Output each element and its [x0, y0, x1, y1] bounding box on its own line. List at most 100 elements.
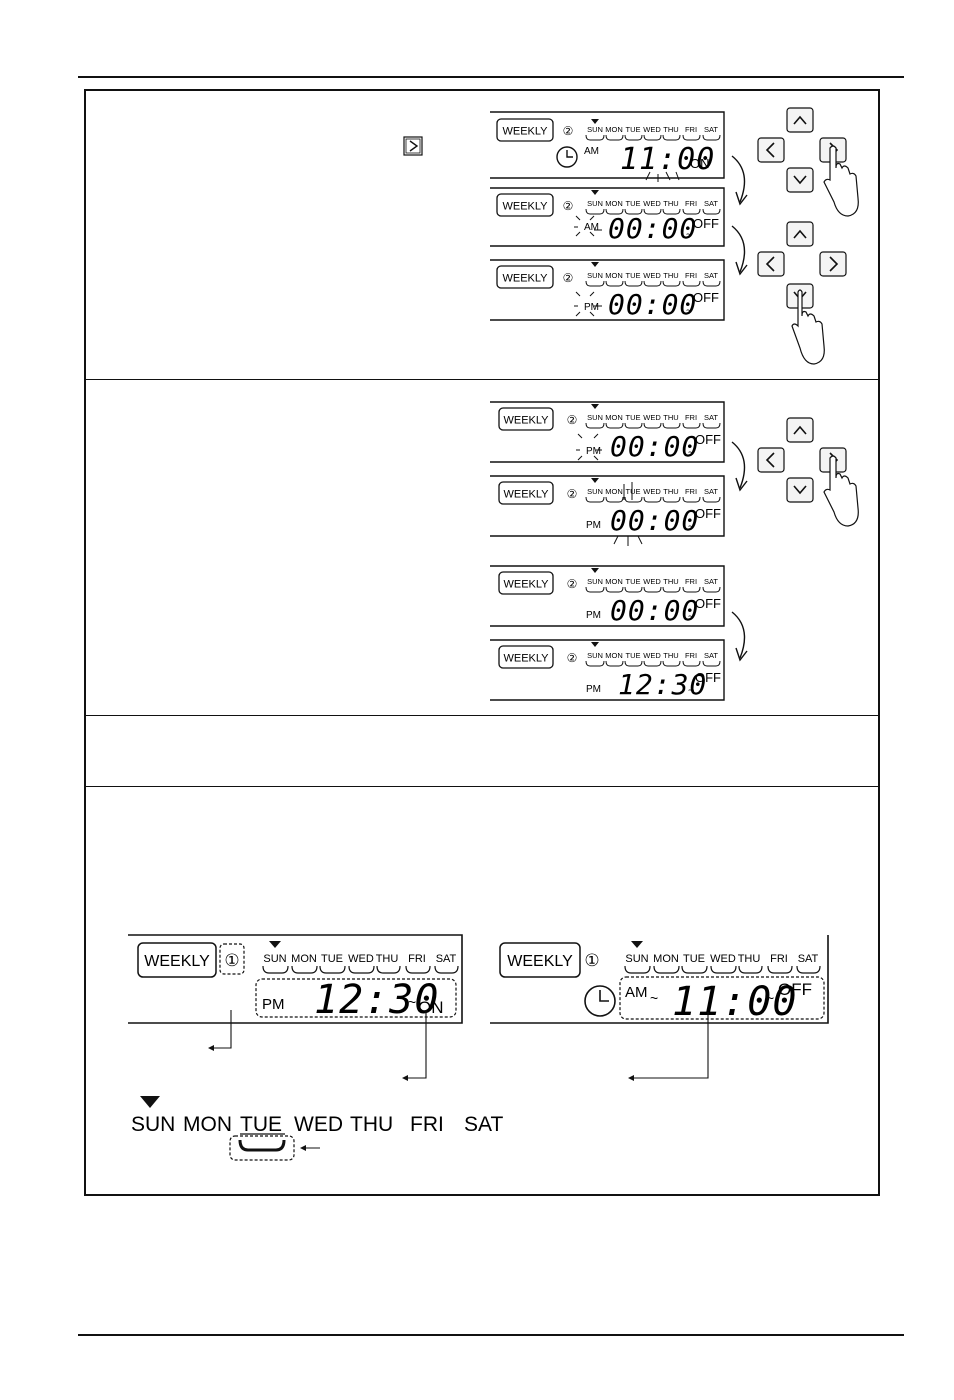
legend-day-tue: TUE	[240, 1113, 282, 1136]
day-fri: FRI	[408, 953, 426, 965]
day-thu: THU	[663, 577, 678, 586]
day-thu: THU	[738, 953, 761, 965]
content-frame	[84, 89, 880, 1196]
day-tue: TUE	[626, 271, 641, 280]
program-number: ①	[584, 951, 599, 970]
day-fri: FRI	[685, 651, 697, 660]
state-label: OFF	[778, 980, 812, 999]
legend-day-wed: WED	[294, 1113, 343, 1136]
day-mon: MON	[605, 487, 623, 496]
day-wed: WED	[643, 125, 661, 134]
day-sat: SAT	[704, 651, 718, 660]
weekly-badge	[498, 645, 554, 669]
section-divider-3	[84, 786, 880, 787]
lcd-display: WEEKLY ② SUN MON TUE WED THU FRI SAT PM …	[490, 639, 725, 701]
day-fri: FRI	[685, 271, 697, 280]
state-label: OFF	[695, 670, 721, 685]
program-number: ②	[563, 199, 574, 213]
top-rule	[78, 76, 904, 78]
weekly-badge	[498, 481, 554, 505]
day-sun: SUN	[587, 577, 603, 586]
curved-arrow-icon	[731, 155, 748, 206]
tilde: ~	[650, 990, 658, 1006]
curved-arrow-icon	[731, 441, 748, 492]
down-button-icon	[786, 477, 814, 503]
left-button-icon	[757, 137, 785, 163]
day-thu: THU	[663, 271, 678, 280]
lcd-time: 00:00	[610, 504, 699, 537]
day-mon: MON	[605, 199, 623, 208]
day-mon: MON	[605, 651, 623, 660]
down-button-icon	[786, 167, 814, 193]
day-sun: SUN	[263, 953, 286, 965]
leader-line	[628, 1012, 709, 1081]
day-thu: THU	[663, 413, 678, 422]
weekly-badge	[498, 407, 554, 431]
weekly-label: WEEKLY	[502, 273, 548, 285]
weekly-label: WEEKLY	[503, 579, 549, 591]
pointing-hand-icon	[791, 289, 825, 365]
left-button-icon	[757, 251, 785, 277]
tilde: ~	[766, 990, 774, 1006]
selected-day-highlight	[229, 1135, 295, 1161]
state-label: OFF	[695, 506, 721, 521]
day-sun: SUN	[587, 413, 603, 422]
lcd-time: 11:00	[672, 979, 797, 1025]
program-number: ②	[567, 651, 578, 665]
program-number: ②	[563, 124, 574, 138]
day-fri: FRI	[685, 413, 697, 422]
day-sat: SAT	[704, 577, 718, 586]
lcd-time: 12:30	[314, 977, 439, 1023]
keypad-illustration	[757, 417, 859, 527]
day-tue: TUE	[626, 125, 641, 134]
state-label: ON	[418, 998, 444, 1017]
lcd-display: WEEKLY ② SUN MON TUE WED THU FRI SAT PM …	[490, 475, 725, 546]
period-label: AM	[584, 146, 599, 157]
weekly-badge	[137, 942, 217, 978]
state-label: OFF	[695, 432, 721, 447]
day-wed: WED	[643, 577, 661, 586]
day-selector-legend: SUN MON TUE WED THU FRI SAT	[131, 1096, 503, 1161]
day-fri: FRI	[770, 953, 788, 965]
program-number-highlight	[219, 943, 245, 975]
lcd-display: WEEKLY ② SUN MON TUE WED THU FRI SAT PM …	[490, 401, 725, 463]
day-fri: FRI	[685, 199, 697, 208]
up-button-icon	[786, 107, 814, 133]
day-tue: TUE	[626, 199, 641, 208]
program-number: ②	[563, 271, 574, 285]
tilde: ~	[688, 447, 694, 459]
keypad-illustration	[757, 221, 847, 365]
day-thu: THU	[663, 651, 678, 660]
keypad-illustration	[757, 107, 859, 217]
section-divider-2	[84, 715, 880, 716]
clock-icon	[556, 146, 578, 168]
weekly-label: WEEKLY	[503, 415, 549, 427]
state-label: OFF	[695, 596, 721, 611]
day-mon: MON	[605, 271, 623, 280]
weekly-label: WEEKLY	[507, 953, 573, 970]
curved-arrow-icon	[731, 225, 748, 276]
day-sat: SAT	[704, 271, 718, 280]
day-mon: MON	[605, 125, 623, 134]
lcd-display: WEEKLY ② SUN MON TUE WED THU FRI SAT PM …	[490, 565, 725, 627]
lcd-time: 00:00	[608, 288, 697, 321]
day-thu: THU	[376, 953, 399, 965]
program-number: ②	[567, 577, 578, 591]
day-tue: TUE	[626, 487, 641, 496]
clock-icon	[584, 985, 616, 1017]
legend-day-fri: FRI	[410, 1113, 444, 1136]
weekly-badge	[496, 265, 554, 289]
day-wed: WED	[643, 199, 661, 208]
legend-day-sat: SAT	[464, 1113, 503, 1136]
day-thu: THU	[663, 125, 678, 134]
day-tue: TUE	[321, 953, 343, 965]
legend-day-sun: SUN	[131, 1113, 175, 1136]
lcd-display: WEEKLY ② SUN MON TUE WED THU FRI SAT PM …	[490, 259, 725, 321]
lcd-display: WEEKLY ② SUN MON TUE WED THU FRI SAT AM …	[490, 187, 725, 247]
day-mon: MON	[653, 953, 679, 965]
bottom-rule	[78, 1334, 904, 1336]
up-button-icon	[786, 417, 814, 443]
day-thu: THU	[663, 487, 678, 496]
tilde: ~	[686, 229, 692, 241]
day-tue: TUE	[626, 651, 641, 660]
